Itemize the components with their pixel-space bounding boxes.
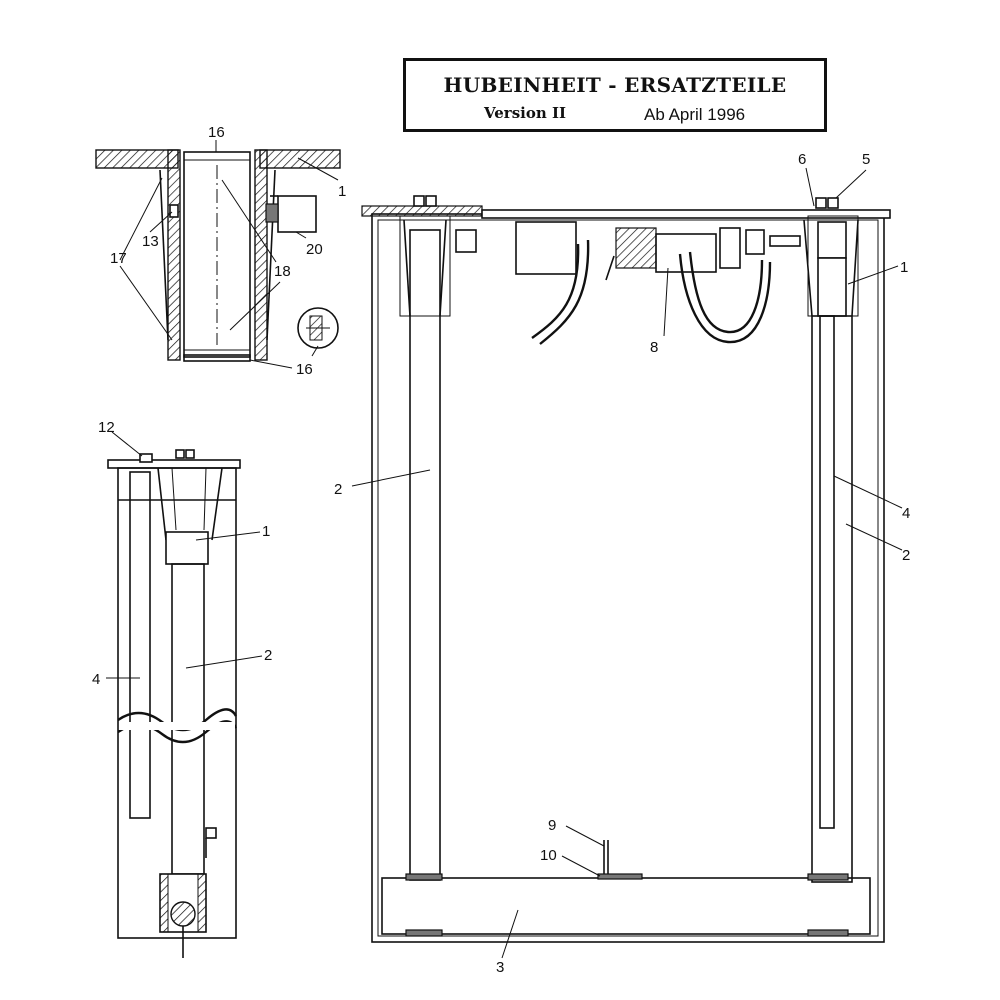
callout-1-side: 1 <box>262 523 270 540</box>
side-housing <box>117 467 237 939</box>
callout-9: 9 <box>548 817 556 834</box>
main-left-column <box>409 229 441 881</box>
title-main: HUBEINHEIT - ERSATZTEILE <box>443 73 787 97</box>
title-date: Ab April 1996 <box>644 105 746 124</box>
main-base-platform <box>381 877 871 935</box>
callout-1-detail: 1 <box>338 183 346 200</box>
main-front-view: 6 5 1 8 2 4 2 9 10 3 <box>334 151 910 976</box>
detail-outer-wall-right <box>254 149 268 361</box>
main-rod-4 <box>819 315 835 829</box>
main-right-block-1 <box>817 257 847 317</box>
callout-16-top: 16 <box>208 124 225 141</box>
callout-17: 17 <box>110 250 127 267</box>
detail-section-view: 16 1 13 20 17 18 16 <box>95 124 346 378</box>
side-top-plate <box>107 459 241 469</box>
callout-4-main: 4 <box>902 505 910 522</box>
title-version: Version II <box>484 104 567 122</box>
main-top-plate <box>361 205 483 217</box>
callout-1-main: 1 <box>900 259 908 276</box>
main-motor-housing <box>515 221 577 275</box>
main-motor-8 <box>655 233 717 273</box>
callout-16-bottom: 16 <box>296 361 313 378</box>
detail-outer-wall-left <box>167 149 181 361</box>
callout-2-main-right: 2 <box>902 547 910 564</box>
side-column-2 <box>171 563 205 875</box>
title-box: HUBEINHEIT - ERSATZTEILE Version II Ab A… <box>403 58 827 132</box>
detail-magnifier <box>297 307 339 349</box>
callout-4-side: 4 <box>92 671 100 688</box>
callout-6: 6 <box>798 151 806 168</box>
callout-2-side: 2 <box>264 647 272 664</box>
callout-12: 12 <box>98 419 115 436</box>
callout-13: 13 <box>142 233 159 250</box>
detail-bolt-13 <box>169 204 179 218</box>
callout-20: 20 <box>306 241 323 258</box>
detail-inner-tube <box>183 151 251 358</box>
callout-10: 10 <box>540 847 557 864</box>
callout-5: 5 <box>862 151 870 168</box>
main-outer-frame <box>371 213 885 943</box>
callout-18: 18 <box>274 263 291 280</box>
side-block-1 <box>165 531 209 565</box>
detail-top-plate <box>95 149 179 169</box>
main-right-column <box>811 315 853 883</box>
side-view: 12 1 2 4 <box>92 419 272 958</box>
detail-component-20 <box>277 195 317 233</box>
side-rod-4 <box>129 471 151 819</box>
callout-2-main-left: 2 <box>334 481 342 498</box>
callout-3: 3 <box>496 959 504 976</box>
callout-8: 8 <box>650 339 658 356</box>
